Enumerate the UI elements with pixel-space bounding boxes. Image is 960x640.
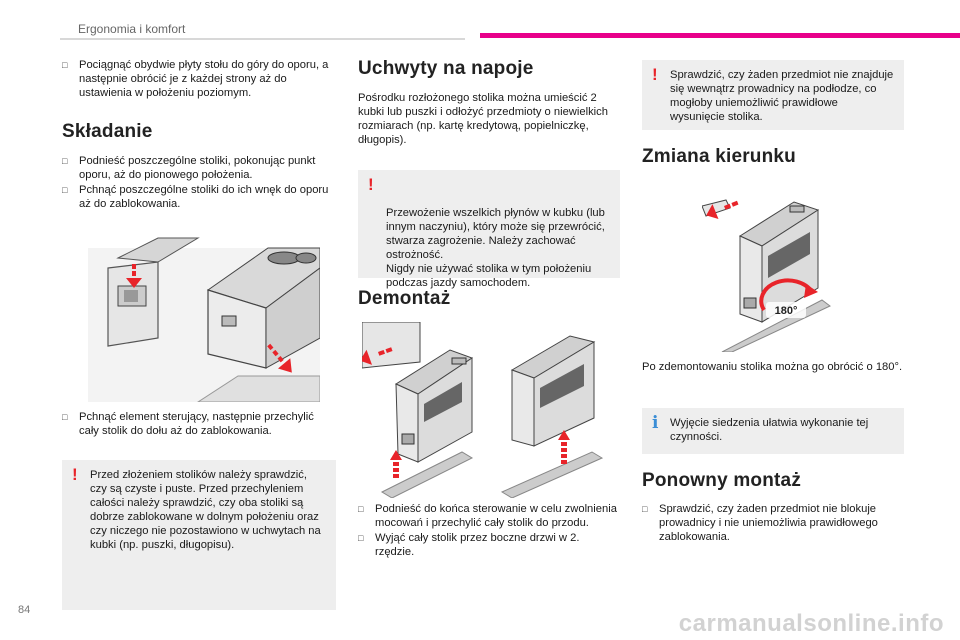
list-item: □ Pchnąć element sterujący, następnie pr… [62,411,314,437]
warning-text: Przewożenie wszelkich płynów w kubku (lu… [386,207,605,289]
rotation-illustration: 180° [702,199,831,352]
square-bullet-icon: □ [62,156,68,166]
list-item: □ Wyjąć cały stolik przez boczne drzwi w… [358,532,580,558]
removal-list: □ Podnieść do końca sterowanie w celu zw… [358,502,620,560]
list-item: □ Podnieść do końca sterowanie w celu zw… [358,503,617,529]
direction-title: Zmiana kierunku [642,146,796,167]
info-text: Wyjęcie siedzenia ułatwia wykonanie tej … [670,417,869,443]
info-box: i Wyjęcie siedzenia ułatwia wykonanie te… [642,408,904,454]
folding-illustration [88,237,320,402]
warning-text: Sprawdzić, czy żaden przedmiot nie znajd… [670,69,894,123]
square-bullet-icon: □ [642,504,648,514]
warning-text: Przed złożeniem stolików należy sprawdzi… [90,469,321,551]
list-item: □ Podnieść poszczególne stoliki, pokonuj… [62,155,316,181]
warning-box-liquids: ! Przewożenie wszelkich płynów w kubku (… [358,170,620,289]
watermark: carmanualsonline.info [678,610,944,637]
folding-list: □ Podnieść poszczególne stoliki, pokonuj… [62,154,330,212]
square-bullet-icon: □ [358,504,364,514]
list-item: □ Sprawdzić, czy żaden przedmiot nie blo… [642,503,878,543]
warning-box-folding: ! Przed złożeniem stolików należy sprawd… [62,460,336,610]
intro-bullet-text: Pociągnąć obydwie płyty stołu do góry do… [79,59,329,99]
exclamation-icon: ! [72,465,78,484]
exclamation-icon: ! [368,175,374,194]
warning-box-guide: ! Sprawdzić, czy żaden przedmiot nie zna… [642,60,904,130]
removal-title: Demontaż [358,288,451,309]
refit-title: Ponowny montaż [642,470,802,491]
list-item: □ Pchnąć poszczególne stoliki do ich wnę… [62,184,329,210]
folding-title: Składanie [62,121,153,142]
cupholders-paragraph: Pośrodku rozłożonego stolika można umieś… [358,92,608,146]
header-divider [60,38,465,40]
square-bullet-icon: □ [358,533,364,543]
intro-bullet: □ Pociągnąć obydwie płyty stołu do góry … [62,58,330,100]
square-bullet-icon: □ [62,185,68,195]
direction-paragraph: Po zdemontowaniu stolika można go obróci… [642,361,903,373]
section-header: Ergonomia i komfort [78,22,186,36]
info-icon: i [652,413,659,433]
cupholders-title: Uchwyty na napoje [358,58,534,79]
removal-illustration [362,322,604,498]
header-accent-bar [480,33,960,38]
refit-list: □ Sprawdzić, czy żaden przedmiot nie blo… [642,502,904,545]
exclamation-icon: ! [652,65,658,84]
column-1: □ Pociągnąć obydwie płyty stołu do góry … [62,58,330,101]
square-bullet-icon: □ [62,412,68,422]
after-image-list: □ Pchnąć element sterujący, następnie pr… [62,410,330,439]
rotation-label: 180° [775,305,798,317]
square-bullet-icon: □ [62,60,68,70]
page-number: 84 [18,604,31,616]
